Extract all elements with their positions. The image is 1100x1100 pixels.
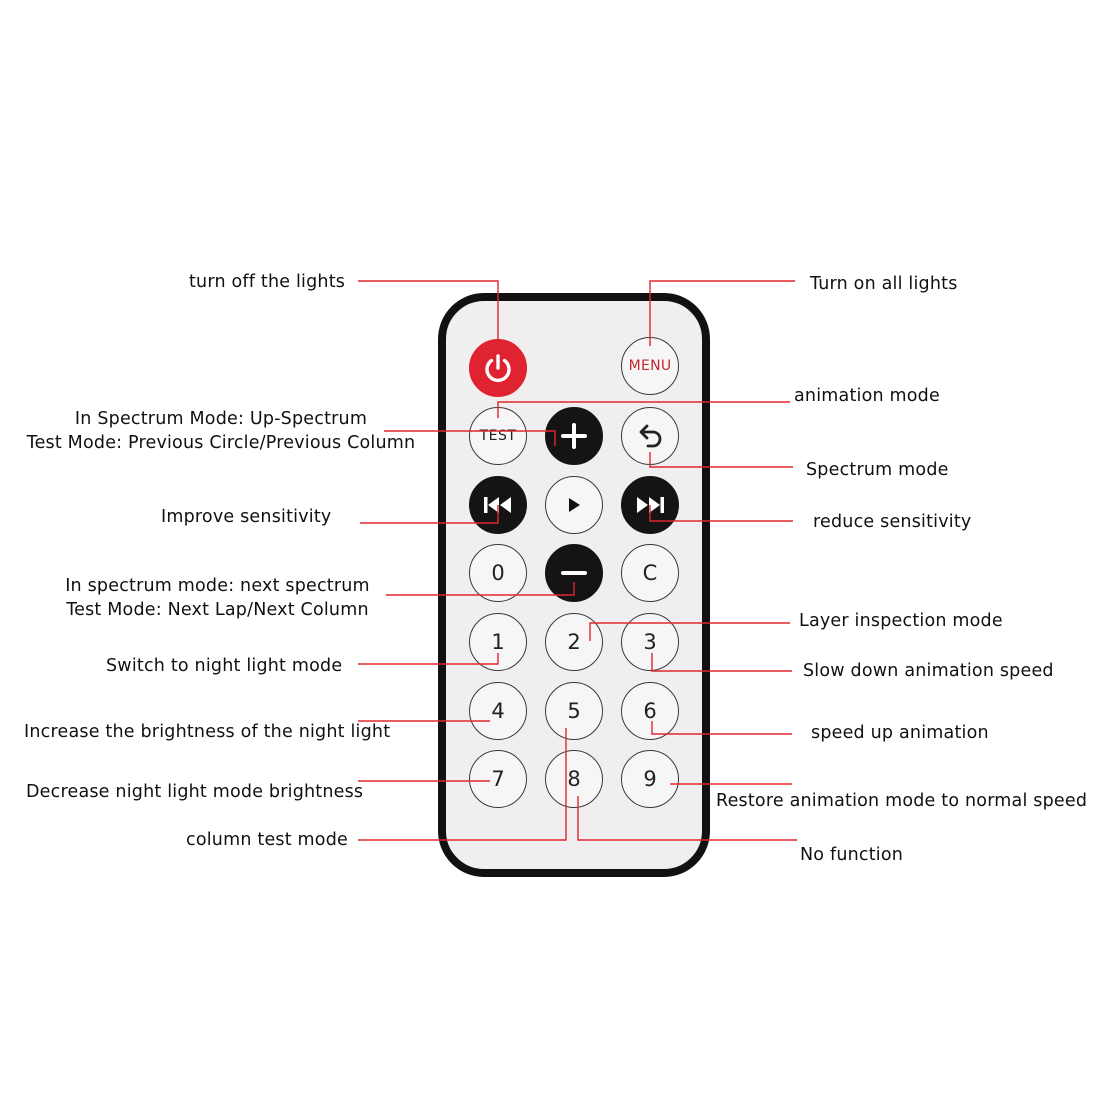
digit-6-label: 6	[643, 699, 657, 723]
play-button[interactable]	[545, 476, 603, 534]
annotation-spectrum-mode: Spectrum mode	[806, 460, 949, 480]
digit-8-button[interactable]: 8	[545, 750, 603, 808]
plus-button[interactable]	[545, 407, 603, 465]
annotation-up-spectrum-line1: In Spectrum Mode: Up-Spectrum	[74, 409, 368, 429]
annotation-reduce-sensitivity: reduce sensitivity	[813, 512, 972, 532]
power-button[interactable]	[469, 339, 527, 397]
annotation-next-spectrum: In spectrum mode: next spectrum Test Mod…	[40, 574, 395, 622]
annotation-animation-mode: animation mode	[794, 386, 940, 406]
digit-2-button[interactable]: 2	[545, 613, 603, 671]
annotation-next-spectrum-line1: In spectrum mode: next spectrum	[65, 576, 370, 596]
plus-icon	[561, 423, 587, 449]
previous-button[interactable]	[469, 476, 527, 534]
digit-1-button[interactable]: 1	[469, 613, 527, 671]
digit-4-button[interactable]: 4	[469, 682, 527, 740]
annotation-night-light-mode: Switch to night light mode	[106, 656, 343, 676]
digit-9-label: 9	[643, 767, 657, 791]
menu-button[interactable]: MENU	[621, 337, 679, 395]
digit-1-label: 1	[491, 630, 505, 654]
annotation-turn-on-all-lights: Turn on all lights	[810, 274, 958, 294]
back-button[interactable]	[621, 407, 679, 465]
digit-9-button[interactable]: 9	[621, 750, 679, 808]
digit-2-label: 2	[567, 630, 581, 654]
play-icon	[569, 498, 580, 512]
annotation-decrease-brightness: Decrease night light mode brightness	[26, 782, 364, 802]
annotation-layer-inspection: Layer inspection mode	[799, 611, 1003, 631]
back-arrow-icon	[639, 424, 662, 448]
digit-3-button[interactable]: 3	[621, 613, 679, 671]
power-icon	[485, 354, 511, 383]
annotation-speed-up: speed up animation	[811, 723, 989, 743]
annotation-column-test: column test mode	[186, 830, 348, 850]
c-button[interactable]: C	[621, 544, 679, 602]
menu-button-label: MENU	[628, 358, 672, 374]
previous-track-icon	[484, 497, 511, 513]
digit-5-button[interactable]: 5	[545, 682, 603, 740]
minus-icon	[561, 571, 587, 575]
next-track-icon	[637, 497, 664, 513]
annotation-up-spectrum-line2: Test Mode: Previous Circle/Previous Colu…	[26, 433, 416, 453]
c-button-label: C	[642, 561, 658, 585]
annotation-up-spectrum: In Spectrum Mode: Up-Spectrum Test Mode:…	[20, 407, 422, 455]
annotation-no-function: No function	[800, 845, 904, 865]
digit-8-label: 8	[567, 767, 581, 791]
digit-5-label: 5	[567, 699, 581, 723]
digit-3-label: 3	[643, 630, 657, 654]
annotation-slow-down: Slow down animation speed	[803, 661, 1054, 681]
minus-button[interactable]	[545, 544, 603, 602]
next-button[interactable]	[621, 476, 679, 534]
annotation-improve-sensitivity: Improve sensitivity	[161, 507, 332, 527]
digit-4-label: 4	[491, 699, 505, 723]
digit-7-label: 7	[491, 767, 505, 791]
annotation-next-spectrum-line2: Test Mode: Next Lap/Next Column	[66, 600, 369, 620]
test-button[interactable]: TEST	[469, 407, 527, 465]
digit-7-button[interactable]: 7	[469, 750, 527, 808]
annotation-restore-speed: Restore animation mode to normal speed	[716, 791, 1088, 811]
annotation-turn-off-lights: turn off the lights	[189, 272, 346, 292]
test-button-label: TEST	[479, 428, 517, 444]
zero-button[interactable]: 0	[469, 544, 527, 602]
digit-6-button[interactable]: 6	[621, 682, 679, 740]
annotation-increase-brightness: Increase the brightness of the night lig…	[24, 722, 391, 742]
zero-button-label: 0	[491, 561, 505, 585]
